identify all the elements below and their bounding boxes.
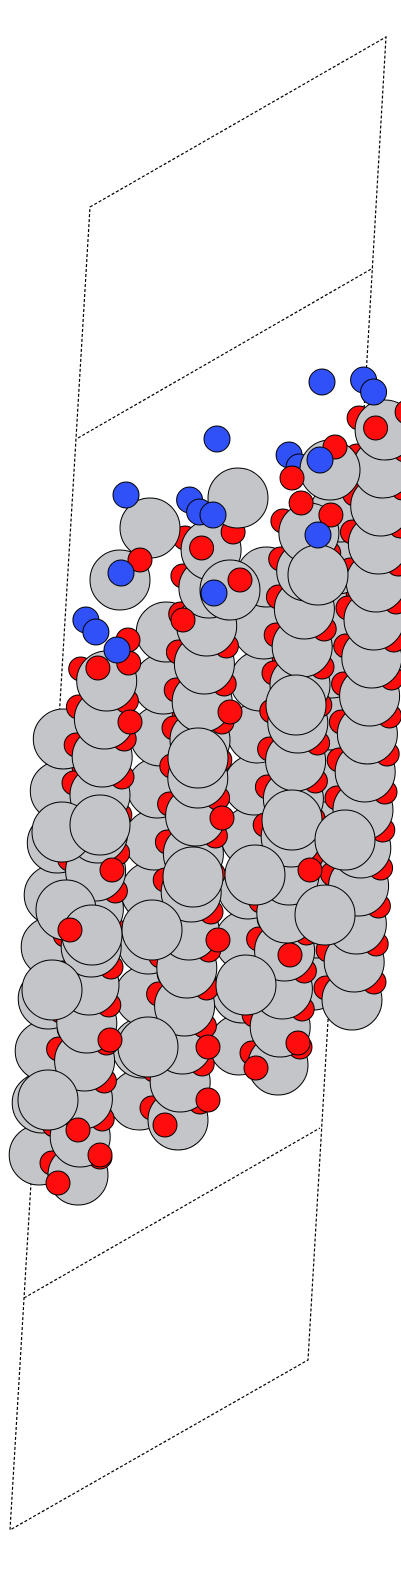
blue-atom (200, 579, 228, 607)
blue-atom (107, 559, 135, 587)
red-atom (285, 1030, 311, 1056)
blue-atom (82, 618, 110, 646)
gray-atom (21, 959, 83, 1021)
red-atom (65, 1117, 91, 1143)
red-atom (117, 709, 143, 735)
gray-atom (314, 809, 376, 871)
gray-atom (162, 846, 224, 908)
gray-atom (294, 884, 356, 946)
red-atom (99, 857, 125, 883)
gray-atom (215, 954, 277, 1016)
blue-atom (308, 368, 336, 396)
red-atom (57, 917, 83, 943)
red-atom (288, 490, 314, 516)
red-atom (205, 927, 231, 953)
gray-atom (117, 1016, 179, 1078)
gray-atom (287, 544, 349, 606)
red-atom (195, 1034, 221, 1060)
red-atom (127, 547, 153, 573)
gray-atom (121, 899, 183, 961)
red-atom (394, 401, 401, 423)
blue-atom (199, 501, 227, 529)
red-atom (297, 857, 323, 883)
gray-atom (167, 727, 229, 789)
red-atom (277, 942, 303, 968)
gray-atom (69, 794, 131, 856)
blue-atom (360, 378, 388, 406)
blue-atom (304, 521, 332, 549)
gray-atom (265, 674, 327, 736)
blue-atom (112, 481, 140, 509)
atoms-layer (8, 366, 401, 1206)
red-atom (318, 502, 344, 528)
cell-slab-line-top (77, 267, 374, 439)
red-atom (97, 1027, 123, 1053)
red-atom (170, 607, 196, 633)
gray-atom (17, 1069, 79, 1131)
red-atom (217, 699, 243, 725)
red-atom (45, 1170, 71, 1196)
red-atom (189, 535, 215, 561)
gray-atom (261, 789, 323, 851)
red-atom (209, 805, 235, 831)
red-atom (279, 465, 305, 491)
red-atom (363, 415, 389, 441)
blue-atom (203, 425, 231, 453)
red-atom (243, 1055, 269, 1081)
blue-atom (306, 446, 334, 474)
red-atom (87, 1142, 113, 1168)
red-atom (227, 567, 253, 593)
red-atom (152, 1112, 178, 1138)
red-atom (85, 655, 111, 681)
red-atom (195, 1087, 221, 1113)
gray-atom (224, 844, 286, 906)
cell-slab-line-bottom (23, 1127, 321, 1299)
blue-atom (103, 636, 131, 664)
